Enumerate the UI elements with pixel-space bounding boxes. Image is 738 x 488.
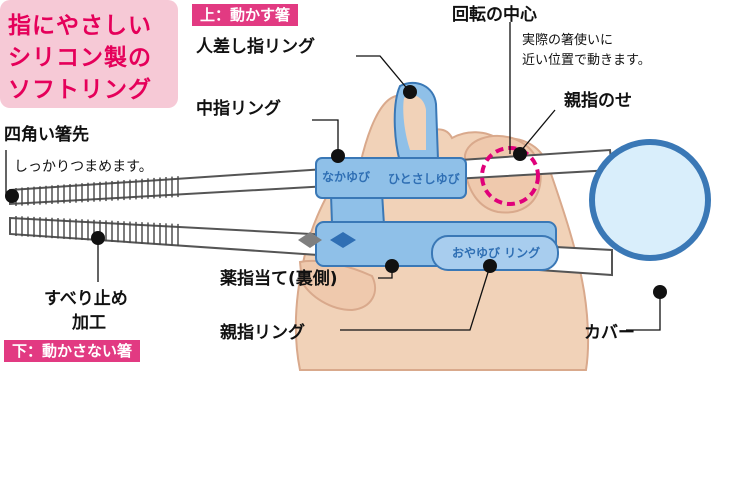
anti-slip-ridges-bottom xyxy=(15,216,179,246)
ring-text-middle: なかゆび xyxy=(322,170,371,184)
label-anti-slip-2: 加工 xyxy=(72,313,106,333)
label-middle-ring: 中指リング xyxy=(196,99,281,119)
leader-lines xyxy=(5,22,661,331)
dot-thumb-ring xyxy=(483,259,497,273)
ring-text-index: ひとさしゆび xyxy=(388,172,460,186)
dot-index-ring xyxy=(403,85,417,99)
label-rotation-center: 回転の中心 xyxy=(452,5,537,25)
cover-disc xyxy=(589,139,711,261)
dot-anti-slip xyxy=(91,231,105,245)
title-line-2: シリコン製の xyxy=(8,45,152,71)
label-rotation-note-1: 実際の箸使いに xyxy=(522,33,614,48)
label-thumb-ring: 親指リング xyxy=(220,323,305,343)
leader-middle xyxy=(312,119,339,156)
label-cover: カバー xyxy=(584,323,635,343)
label-square-tip-note: しっかりつまめます。 xyxy=(14,159,153,175)
label-index-ring: 人差し指リング xyxy=(196,37,315,57)
ring-text-thumb: おやゆび リング xyxy=(452,246,541,260)
leader-index xyxy=(356,55,411,93)
dot-middle-ring xyxy=(331,149,345,163)
dot-ring-finger xyxy=(385,259,399,273)
marker-dots xyxy=(5,85,667,299)
index-finger-tip xyxy=(403,95,426,150)
leader-cover xyxy=(626,294,661,331)
label-ring-finger-rest: 薬指当て(裏側) xyxy=(220,269,338,289)
leader-thumb-rest xyxy=(519,109,556,153)
label-square-tip: 四角い箸先 xyxy=(4,125,89,145)
title-line-3: ソフトリング xyxy=(8,77,152,103)
title-box: 指にやさしい シリコン製の ソフトリング xyxy=(0,0,178,108)
dot-rotation-center xyxy=(513,147,527,161)
label-thumb-rest: 親指のせ xyxy=(564,91,632,111)
title-line-1: 指にやさしい xyxy=(8,13,152,39)
tag-bottom-chopstick: 下：動かさない箸 xyxy=(4,340,141,362)
label-anti-slip-1: すべり止め xyxy=(44,289,128,309)
diamond-mark-blue xyxy=(330,232,356,248)
label-rotation-note-2: 近い位置で動きます。 xyxy=(522,53,651,68)
dot-cover xyxy=(653,285,667,299)
dot-square-tip xyxy=(5,189,19,203)
tag-top-chopstick: 上：動かす箸 xyxy=(192,4,299,26)
diamond-mark-gray xyxy=(298,232,322,248)
top-grip-sleeve xyxy=(315,157,467,199)
leader-thumb-ring xyxy=(340,265,491,331)
